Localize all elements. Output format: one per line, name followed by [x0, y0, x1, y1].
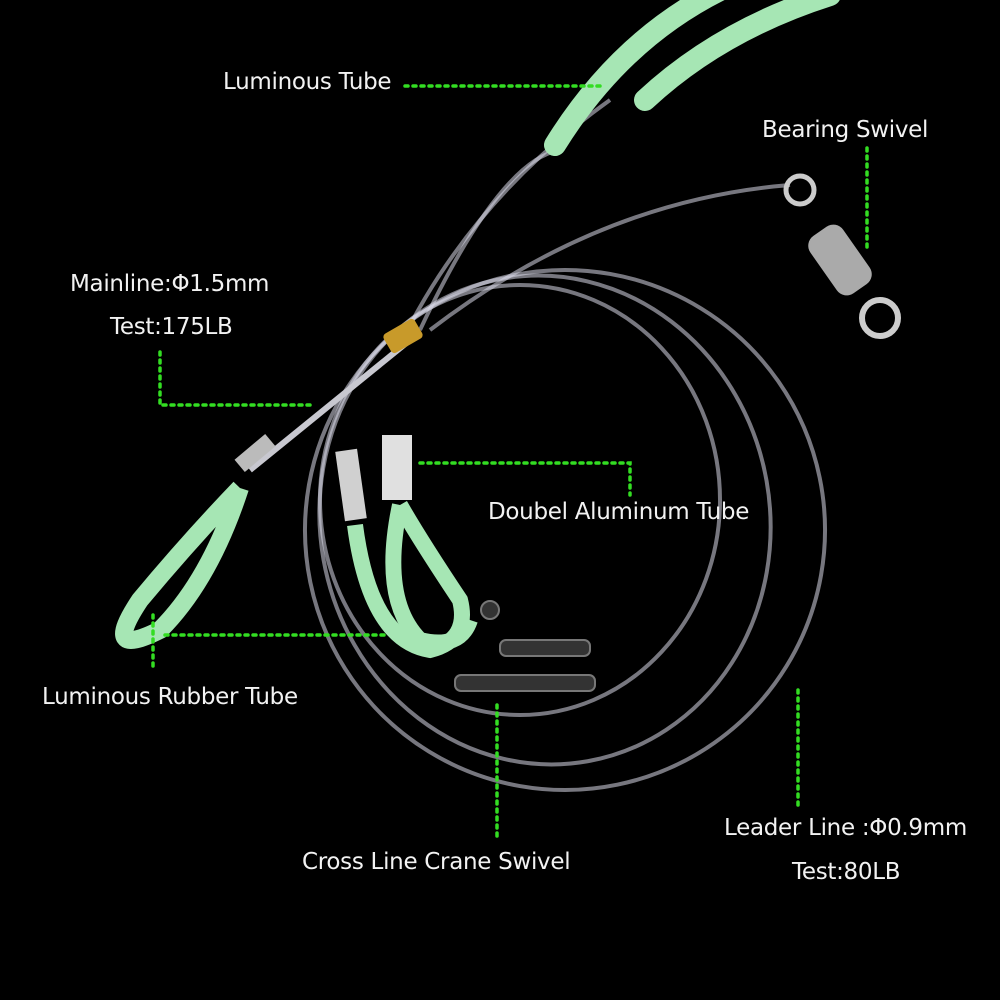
label-rubber-tube: Luminous Rubber Tube	[42, 684, 298, 710]
bearing-swivel	[783, 173, 901, 339]
label-mainline-test: Test:175LB	[110, 314, 233, 340]
label-leader-test: Test:80LB	[792, 859, 901, 885]
luminous-rubber-tube-drops	[347, 501, 478, 659]
leader-line-loops	[303, 98, 827, 792]
brass-crimp	[383, 318, 423, 354]
mainline	[248, 337, 412, 473]
cross-line-crane-swivel	[454, 600, 596, 692]
luminous-tube	[544, 0, 840, 156]
label-luminous-tube: Luminous Tube	[223, 69, 392, 95]
label-mainline: Mainline:Φ1.5mm	[70, 271, 270, 297]
label-bearing-swivel: Bearing Swivel	[762, 117, 929, 143]
luminous-rubber-tube-loop	[115, 481, 249, 649]
double-aluminum-tube	[335, 435, 412, 522]
sleeve	[234, 434, 276, 472]
annotation-leader-lines	[151, 84, 869, 842]
label-crane-swivel: Cross Line Crane Swivel	[302, 849, 571, 875]
label-leader-line: Leader Line :Φ0.9mm	[724, 815, 967, 841]
label-aluminum-tube: Doubel Aluminum Tube	[488, 499, 750, 525]
